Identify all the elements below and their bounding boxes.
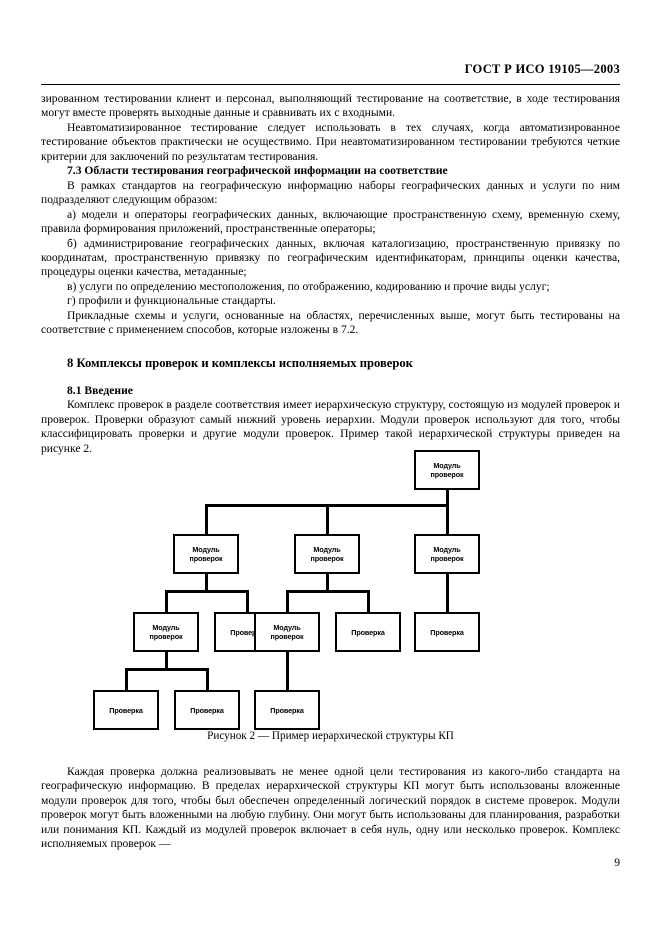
edge-bus-to-m3 <box>446 504 449 534</box>
paragraph-applied-schemas: Прикладные схемы и услуги, основанные на… <box>41 308 620 337</box>
hierarchy-diagram: Модуль проверок Модуль проверок Модуль п… <box>41 444 620 730</box>
list-item-g: г) профили и функциональные стандарты. <box>67 294 276 308</box>
spacer <box>41 338 620 355</box>
figure-caption: Рисунок 2 — Пример иерархической структу… <box>207 730 454 742</box>
edge-m1a-stem <box>165 652 168 670</box>
list-item-a: а) модели и операторы географических дан… <box>41 207 620 236</box>
node-label-line2: проверок <box>149 632 183 641</box>
node-root-module: Модуль проверок <box>414 450 480 490</box>
node-label-line2: проверок <box>270 632 304 641</box>
edge-m2a-to-c6 <box>286 652 289 690</box>
node-m2-module: Модуль проверок <box>294 534 360 574</box>
edge-m1-stem <box>205 574 208 592</box>
node-c3-check: Проверка <box>414 612 480 652</box>
edge-m2-stem <box>326 574 329 592</box>
node-label-line1: Модуль <box>433 461 461 470</box>
node-c4-check: Проверка <box>93 690 159 730</box>
node-label-line2: проверок <box>189 554 223 563</box>
spacer <box>41 371 620 384</box>
page-number: 9 <box>614 856 620 869</box>
edge-m1a-to-c5 <box>206 668 209 690</box>
document-body-bottom: Каждая проверка должна реализовывать не … <box>41 765 620 852</box>
node-m3-module: Модуль проверок <box>414 534 480 574</box>
node-m2a-module: Модуль проверок <box>254 612 320 652</box>
node-m1-module: Модуль проверок <box>173 534 239 574</box>
paragraph-8-1: Комплекс проверок в разделе соответствия… <box>41 398 620 455</box>
edge-m1a-to-c4 <box>125 668 128 690</box>
edge-m2-bus <box>286 590 370 593</box>
node-c2-check: Проверка <box>335 612 401 652</box>
figure-2: Модуль проверок Модуль проверок Модуль п… <box>41 444 620 744</box>
paragraph-7-3-intro: В рамках стандартов на географическую ин… <box>41 178 620 207</box>
heading-section-8: 8 Комплексы проверок и комплексы исполня… <box>67 355 413 370</box>
edge-m1-to-m1a <box>165 590 168 612</box>
edge-bus-to-m1 <box>205 504 208 534</box>
paragraph-non-automated: Неавтоматизированное тестирование следуе… <box>41 120 620 163</box>
header-rule <box>41 84 620 85</box>
node-label-line2: проверок <box>310 554 344 563</box>
node-label-line2: проверок <box>430 470 464 479</box>
edge-m1-to-c1 <box>246 590 249 612</box>
node-label: Проверка <box>430 627 464 637</box>
node-label: Проверка <box>190 705 224 715</box>
list-item-v: в) услуги по определению местоположения,… <box>67 279 550 293</box>
node-label: Проверка <box>230 627 264 637</box>
node-label: Проверка <box>109 705 143 715</box>
edge-m3-to-c3 <box>446 574 449 612</box>
node-m1a-module: Модуль проверок <box>133 612 199 652</box>
node-c6-check: Проверка <box>254 690 320 730</box>
edge-m1-bus <box>165 590 249 593</box>
edge-root-stem <box>446 490 449 506</box>
node-label: Проверка <box>270 705 304 715</box>
node-label-line2: проверок <box>430 554 464 563</box>
heading-8-1: 8.1 Введение <box>67 383 133 397</box>
edge-bus-to-m2 <box>326 504 329 534</box>
paragraph-continued: зированном тестировании клиент и персона… <box>41 92 620 120</box>
node-label-line1: Модуль <box>313 545 341 554</box>
document-body-top: зированном тестировании клиент и персона… <box>41 92 620 456</box>
list-item-b: б) администрирование географических данн… <box>41 236 620 279</box>
node-label: Проверка <box>351 627 385 637</box>
paragraph-after-figure: Каждая проверка должна реализовывать не … <box>41 765 620 851</box>
edge-m1a-bus <box>125 668 209 671</box>
node-label-line1: Модуль <box>433 545 461 554</box>
node-label-line1: Модуль <box>273 623 301 632</box>
node-label-line1: Модуль <box>152 623 180 632</box>
page-header: ГОСТ Р ИСО 19105—2003 <box>464 62 620 76</box>
heading-7-3: 7.3 Области тестирования географической … <box>67 164 448 178</box>
edge-m2-to-m2a <box>286 590 289 612</box>
node-c5-check: Проверка <box>174 690 240 730</box>
edge-m2-to-c2 <box>367 590 370 612</box>
node-label-line1: Модуль <box>192 545 220 554</box>
